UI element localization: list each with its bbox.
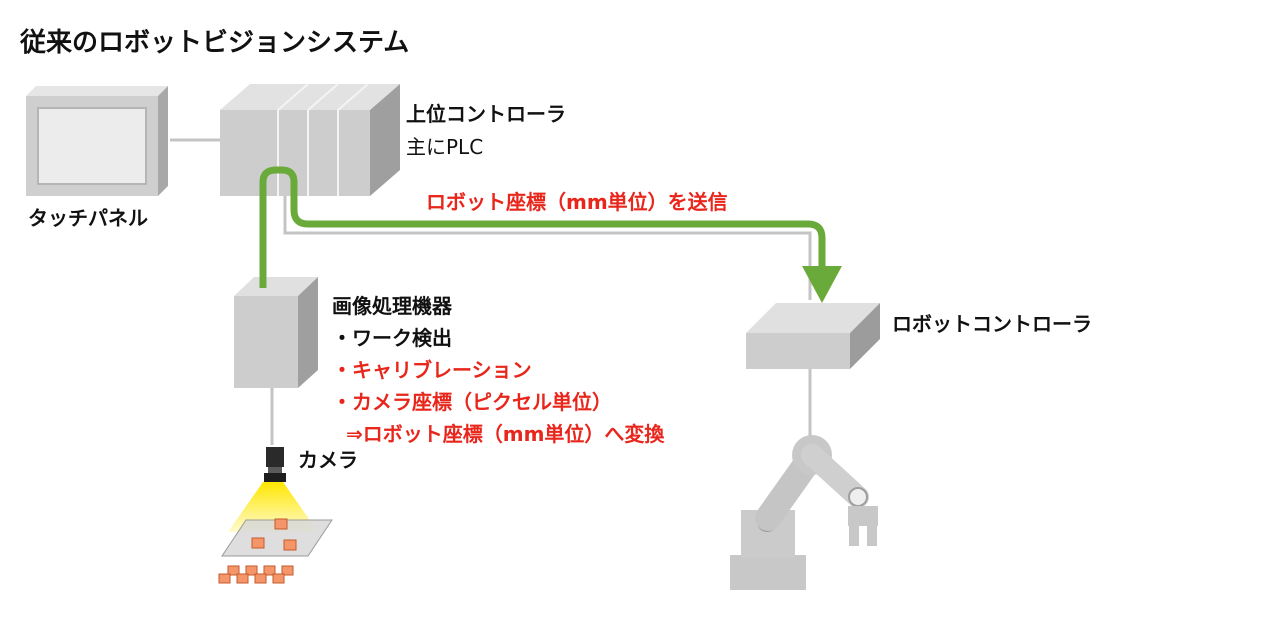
image-processor-icon — [234, 277, 318, 388]
function-camera-coordinates: ・カメラ座標（ピクセル単位） — [332, 390, 612, 414]
touch-panel-icon — [26, 86, 168, 196]
function-workpiece-detection: ・ワーク検出 — [332, 326, 452, 350]
upper-controller-label: 上位コントローラ — [406, 102, 566, 126]
function-convert-to-robot-coordinates: ⇒ロボット座標（mm単位）へ変換 — [346, 422, 665, 446]
image-processor-label: 画像処理機器 — [332, 294, 452, 318]
workpiece — [283, 539, 297, 551]
signal-path — [259, 166, 842, 303]
robot-controller-icon — [746, 303, 880, 369]
touch-panel-label: タッチパネル — [28, 206, 148, 230]
send-coordinates-label: ロボット座標（mm単位）を送信 — [426, 190, 728, 214]
arrow-down-icon — [802, 266, 842, 303]
workpiece — [251, 537, 265, 549]
workpiece — [274, 518, 288, 530]
robot-controller-label: ロボットコントローラ — [892, 312, 1092, 336]
function-calibration: ・キャリブレーション — [332, 358, 532, 382]
robot-arm-icon — [730, 435, 878, 590]
plc-rack-icon — [220, 83, 400, 196]
page-title: 従来のロボットビジョンシステム — [20, 28, 410, 58]
upper-controller-sub-label: 主にPLC — [406, 135, 484, 159]
work-stage-icon — [221, 518, 333, 557]
workpiece-stock-icon — [218, 565, 294, 584]
green-signal-line — [259, 166, 826, 288]
camera-label: カメラ — [298, 448, 358, 472]
